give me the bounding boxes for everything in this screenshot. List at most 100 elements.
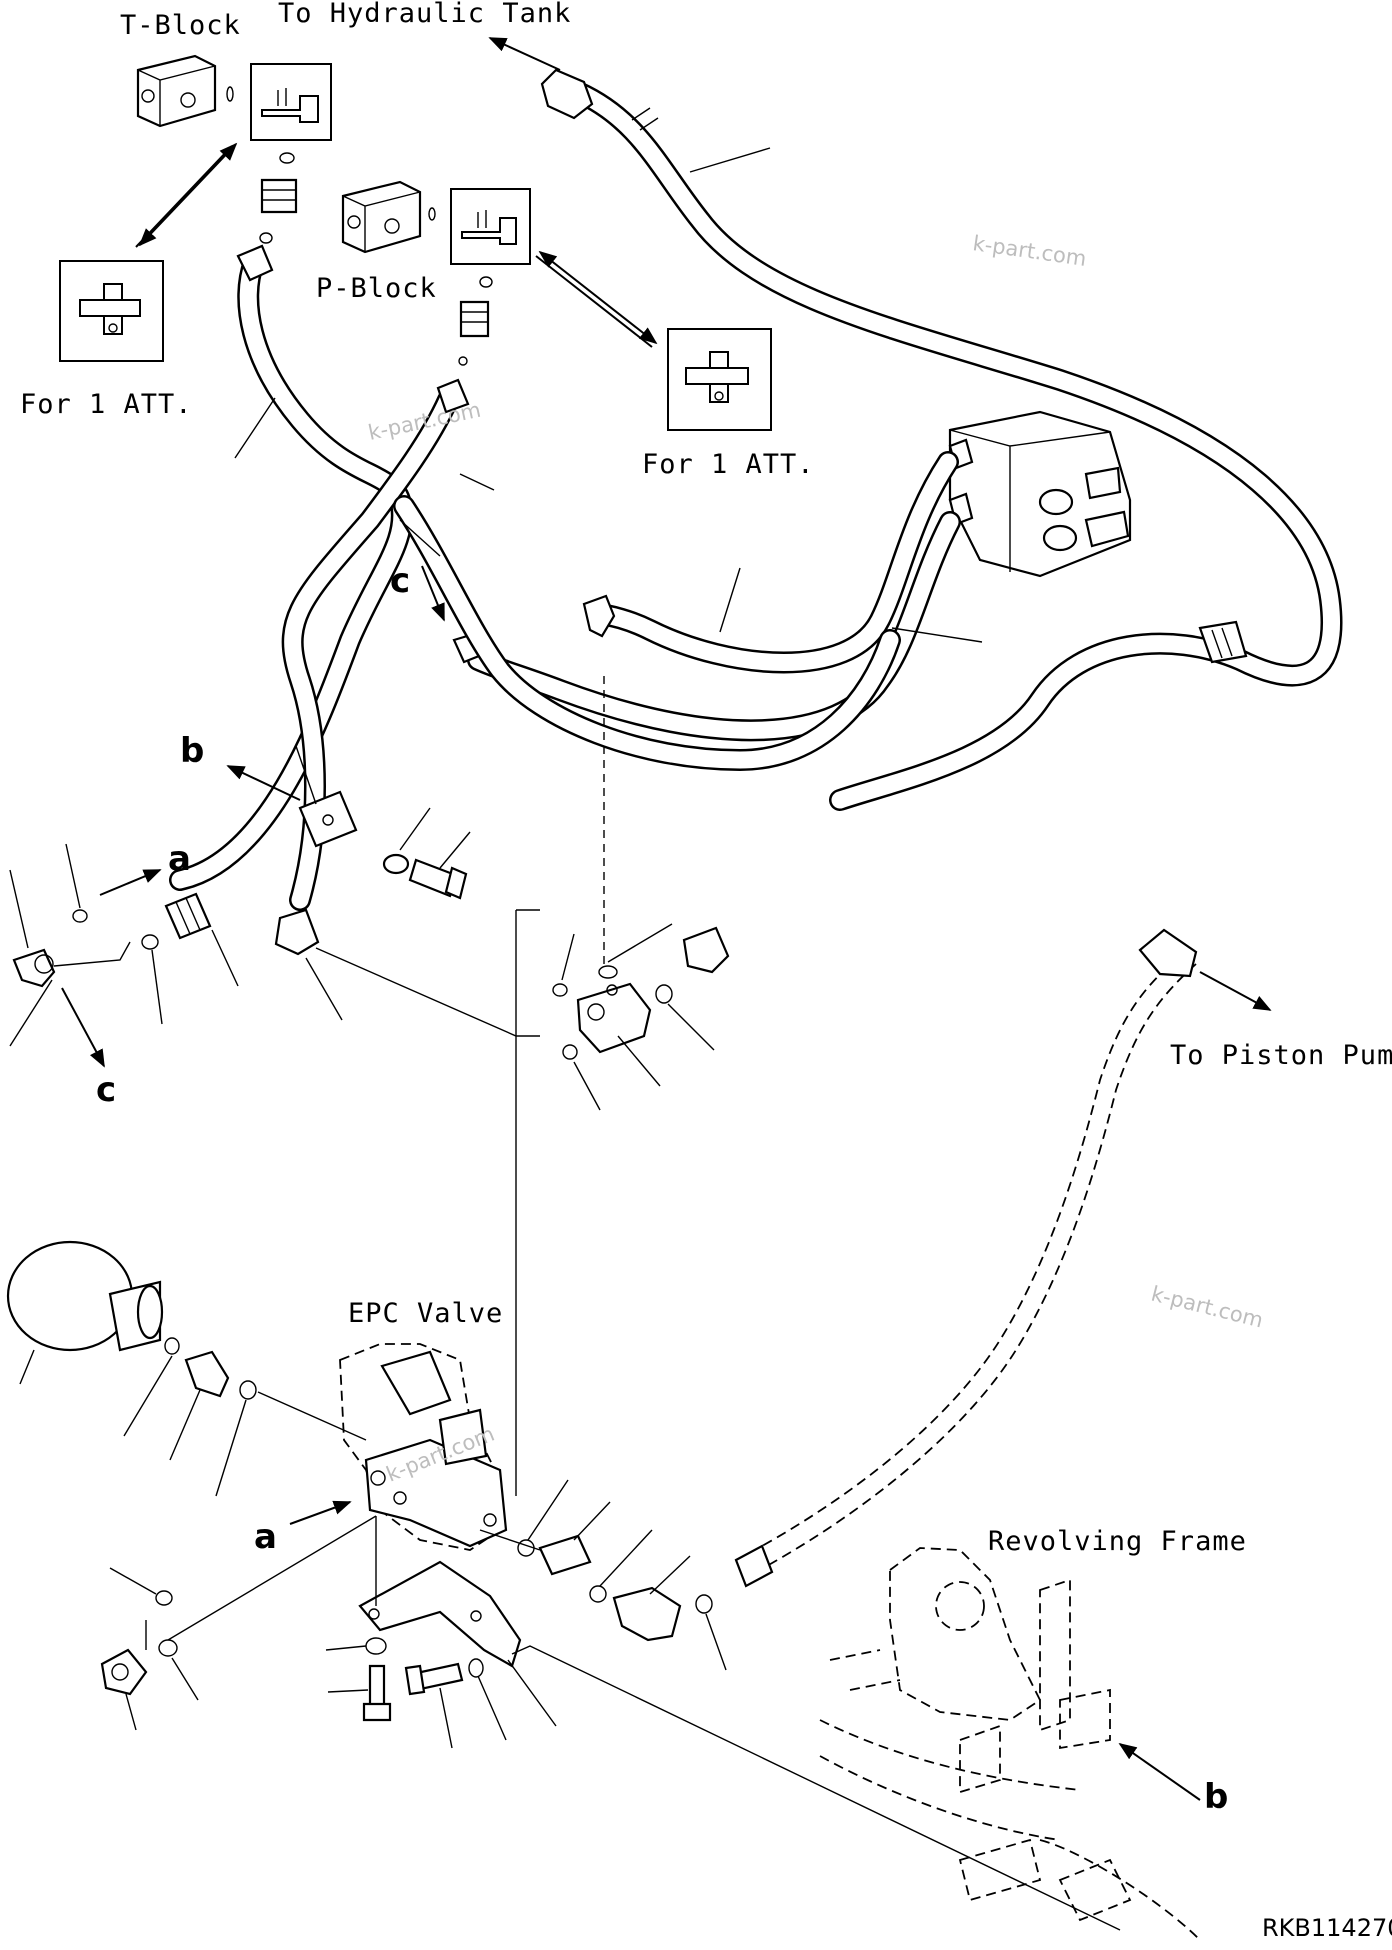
ref-b-frame: b <box>1204 1777 1228 1817</box>
for-1-att-inset-left[interactable] <box>59 260 164 362</box>
t-block-swap-arrow <box>138 142 238 247</box>
t-block-adapter[interactable] <box>260 178 298 214</box>
left-o-ring-1 <box>72 909 88 923</box>
epc-swivel-fitting[interactable] <box>100 1648 148 1696</box>
watermark-1: k-part.com <box>971 231 1088 271</box>
to-a-arrow <box>99 869 162 896</box>
left-connector-line <box>53 941 131 967</box>
bolt-leader <box>439 831 471 869</box>
swivel-leader-2 <box>9 979 53 1047</box>
left-hose-top-fitting <box>236 244 274 282</box>
c-top-arrow <box>421 565 445 622</box>
epc-swivel-leader <box>125 1693 137 1731</box>
t-block-o-ring-3 <box>259 232 273 244</box>
epc-right-o-ring-1 <box>517 1539 535 1557</box>
bracket-washer-2 <box>468 1658 484 1678</box>
hose-clamp[interactable] <box>298 790 358 848</box>
epc-right-o-ring-3-leader <box>705 1613 727 1671</box>
p-block-o-ring-3 <box>458 356 468 366</box>
epc-right-elbow-leader <box>649 1555 691 1595</box>
accumulator[interactable] <box>6 1240 164 1352</box>
hydraulic-tank-return-hose[interactable] <box>540 68 1343 811</box>
right-hose-nut[interactable] <box>682 926 730 974</box>
tee-body-leader <box>617 1035 661 1087</box>
t-block-part[interactable] <box>136 54 217 128</box>
left-hose-leader <box>234 397 276 459</box>
bracket-bolt-2[interactable] <box>404 1662 464 1696</box>
t-block-label: T-Block <box>120 10 241 41</box>
epc-right-adapter-leader <box>573 1501 611 1541</box>
epc-o-ring-2-leader <box>215 1399 247 1497</box>
pump-hose-elbow <box>1138 928 1198 978</box>
to-b-arrow <box>226 765 301 801</box>
epc-valve-body[interactable] <box>339 1343 508 1551</box>
revolving-frame-label: Revolving Frame <box>988 1526 1247 1557</box>
hose-c-to-valve[interactable] <box>393 495 901 771</box>
p-block-adapter[interactable] <box>459 300 490 338</box>
to-hydraulic-tank-label: To Hydraulic Tank <box>278 0 571 29</box>
ref-c-left: c <box>96 1070 116 1110</box>
ref-c-top: c <box>390 561 410 601</box>
left-elbow-fitting[interactable] <box>274 908 320 956</box>
p-block-o-ring-2 <box>479 276 493 288</box>
epc-valve-label: EPC Valve <box>348 1298 503 1329</box>
piston-pump-hose[interactable] <box>734 928 1198 1588</box>
t-block-fitting-inset[interactable] <box>250 63 332 141</box>
epc-right-line <box>479 1529 541 1551</box>
epc-o-ring-4-leader <box>171 1657 199 1701</box>
t-block-o-ring <box>226 86 234 102</box>
tee-o-ring-left <box>552 983 568 997</box>
tee-o-ring-bottom <box>562 1044 578 1060</box>
epc-right-o-ring-1-leader <box>527 1479 569 1541</box>
left-o-ring-2-leader <box>151 949 163 1025</box>
epc-adapter[interactable] <box>184 1350 230 1398</box>
center-tee-fitting[interactable] <box>576 982 652 1054</box>
left-hose-nut[interactable] <box>164 892 212 940</box>
p-block-label: P-Block <box>316 273 437 304</box>
ref-a-left: a <box>168 839 191 879</box>
bracket-washer-1 <box>365 1637 387 1655</box>
for-1-att-inset-right[interactable] <box>667 328 772 431</box>
ref-a-epc: a <box>254 1517 277 1557</box>
epc-adapter-line <box>257 1391 367 1441</box>
accumulator-leader <box>19 1349 35 1385</box>
p-hose-top-fitting <box>436 378 470 414</box>
tank-hose-nut <box>540 68 594 120</box>
t-block-o-ring-2 <box>279 152 295 164</box>
left-o-ring-2 <box>141 934 159 950</box>
to-piston-pump-label: To Piston Pump <box>1170 1040 1392 1071</box>
valve-hose-1[interactable] <box>582 451 959 674</box>
epc-right-elbow[interactable] <box>612 1586 682 1642</box>
for-1-att-label-right: For 1 ATT. <box>642 449 815 480</box>
left-nut-leader <box>211 929 239 987</box>
left-hose-t-block[interactable] <box>169 244 413 891</box>
to-pump-arrow <box>1199 971 1272 1011</box>
bracket-bolt-2-leader <box>439 1687 453 1749</box>
epc-o-ring-1-leader <box>123 1355 173 1437</box>
p-block-o-ring <box>428 207 436 221</box>
clamp-bolt[interactable] <box>408 858 468 900</box>
revolving-frame <box>819 1547 1201 1941</box>
bracket-bolt-1[interactable] <box>362 1664 392 1722</box>
epc-o-ring-3-leader <box>109 1567 157 1595</box>
to-tank-arrow <box>488 37 561 71</box>
epc-right-adapter[interactable] <box>538 1534 592 1576</box>
valve-hose-1-elbow <box>582 594 616 638</box>
tee-right-leader <box>667 1003 715 1051</box>
bracket-washer-1-leader <box>325 1645 367 1651</box>
tank-hose-leader <box>689 147 771 173</box>
control-valve-block[interactable] <box>948 410 1132 578</box>
p-block-swap-arrow <box>538 250 658 345</box>
p-block-fitting-inset[interactable] <box>450 188 531 265</box>
tee-o-ring-right <box>655 984 673 1004</box>
left-swivel-fitting[interactable] <box>12 948 56 988</box>
left-o-ring-1-leader <box>65 843 81 909</box>
epc-o-ring-4 <box>158 1639 178 1657</box>
p-block-group <box>341 180 772 431</box>
tee-bottom-leader <box>573 1061 601 1111</box>
p-block-part[interactable] <box>341 180 422 254</box>
tee-o-ring-top <box>598 965 618 979</box>
p-block-swap-arrow-line2 <box>535 255 653 348</box>
clamp-leader <box>295 745 317 805</box>
elbow-to-tee-line <box>315 947 540 1037</box>
